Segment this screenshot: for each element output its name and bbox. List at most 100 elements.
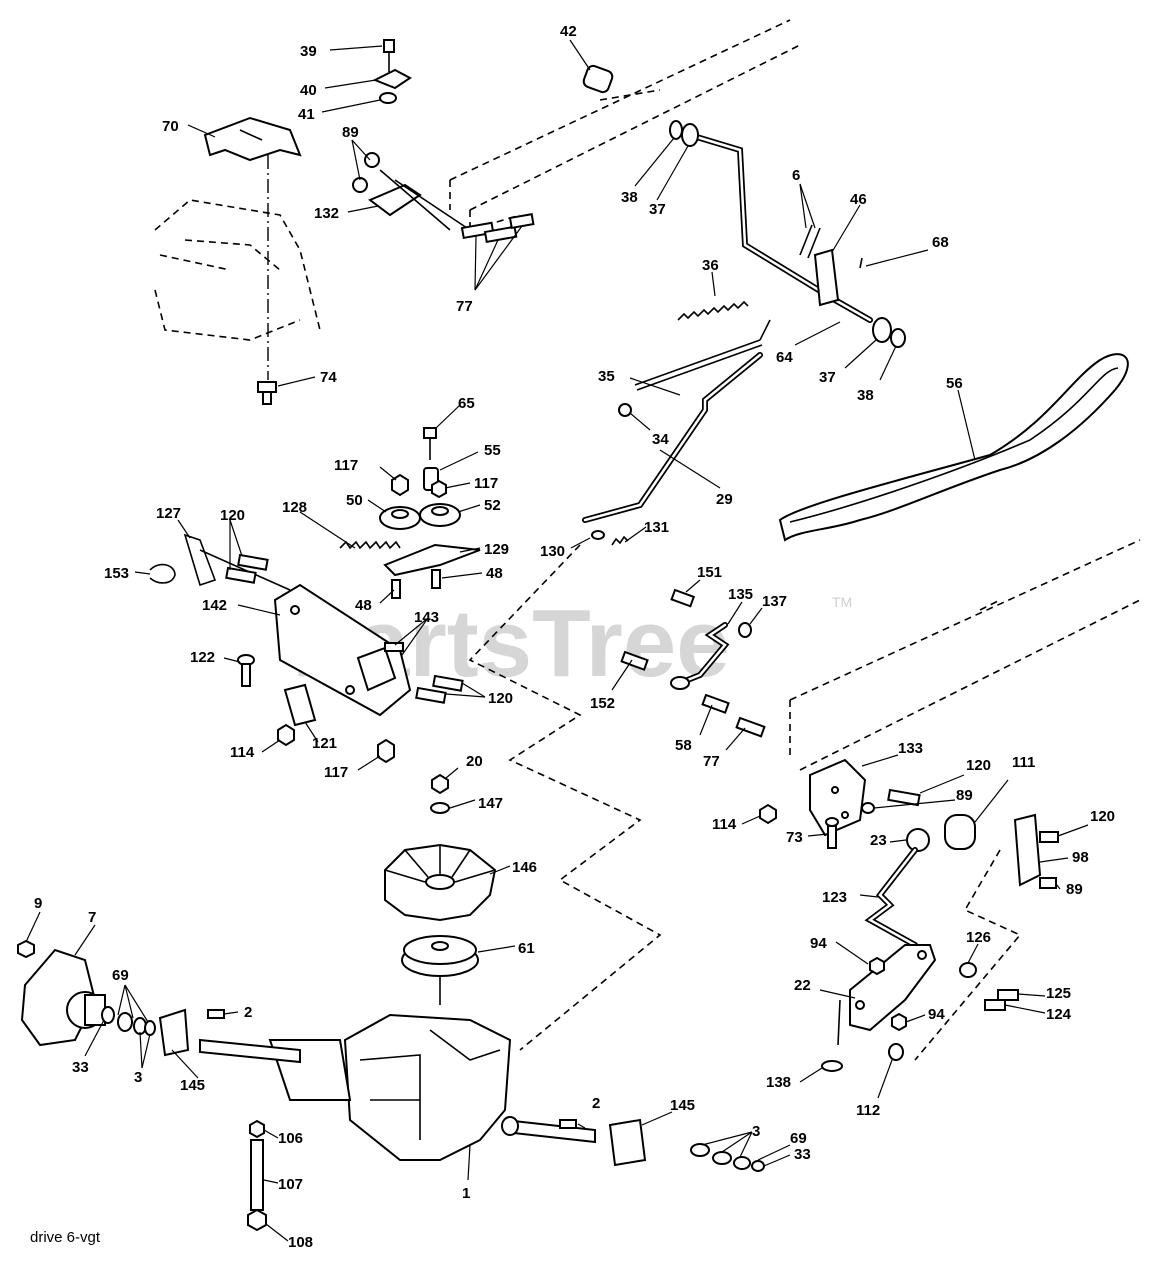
callout-29: 29 <box>716 491 733 508</box>
callout-38: 38 <box>621 189 638 206</box>
callout-2b: 2 <box>592 1095 600 1112</box>
part-145-bracket-right <box>608 1118 647 1167</box>
diagram-caption: drive 6-vgt <box>30 1229 101 1246</box>
callout-111: 111 <box>1012 754 1035 771</box>
callout-34: 34 <box>652 431 669 448</box>
callout-138: 138 <box>766 1074 791 1091</box>
part-133-bracket <box>809 758 921 837</box>
part-70-bracket <box>203 116 302 380</box>
callout-127: 127 <box>156 505 181 522</box>
callout-94a: 94 <box>810 935 827 952</box>
part-145-bracket-left <box>158 1008 190 1057</box>
belt-routing-dashed <box>468 544 662 1051</box>
callout-128: 128 <box>282 499 307 516</box>
part-129-idler-arm <box>383 543 481 599</box>
callout-89c: 89 <box>1066 881 1083 898</box>
callout-20: 20 <box>466 753 483 770</box>
callout-120b: 120 <box>488 690 513 707</box>
callout-108: 108 <box>288 1234 313 1251</box>
part-73-bolt <box>825 817 839 849</box>
callout-68: 68 <box>932 234 949 251</box>
callout-145b: 145 <box>670 1097 695 1114</box>
fender-body <box>154 199 321 341</box>
part-123-lever <box>864 847 918 948</box>
part-2-key-right <box>559 1119 577 1129</box>
leader-lines <box>25 39 1089 1242</box>
frame-rail-right <box>789 539 1141 771</box>
callout-61: 61 <box>518 940 535 957</box>
part-94-bolts <box>869 956 907 1032</box>
callout-122: 122 <box>190 649 215 666</box>
part-9-bolt <box>17 939 35 959</box>
part-147-washer <box>430 802 450 814</box>
part-135-lever <box>670 622 752 690</box>
part-61-pulley <box>401 935 479 1005</box>
part-130-131 <box>591 530 629 546</box>
callout-22: 22 <box>794 977 811 994</box>
callout-117a: 117 <box>334 457 358 474</box>
callout-94b: 94 <box>928 1006 945 1023</box>
part-35-rod <box>618 319 771 417</box>
callout-41: 41 <box>298 106 315 123</box>
callout-69b: 69 <box>790 1130 807 1147</box>
part-74-bolt <box>257 381 277 405</box>
shift-dashed-outline <box>914 849 1022 1061</box>
callout-131: 131 <box>644 519 669 536</box>
callout-38b: 38 <box>857 387 874 404</box>
callout-39: 39 <box>300 43 317 60</box>
part-7-hub <box>20 948 106 1047</box>
part-1-transaxle <box>268 1013 512 1161</box>
callout-123: 123 <box>822 889 847 906</box>
part-138-washer <box>821 1060 843 1072</box>
callout-33a: 33 <box>72 1059 89 1076</box>
callout-74: 74 <box>320 369 337 386</box>
part-120-bolts-upper <box>225 553 269 584</box>
callout-9: 9 <box>34 895 42 912</box>
callout-125: 125 <box>1046 985 1071 1002</box>
callout-106: 106 <box>278 1130 303 1147</box>
part-117-nut-lower <box>377 738 395 764</box>
callout-46: 46 <box>850 191 867 208</box>
callout-77: 77 <box>456 298 473 315</box>
part-114-nut-left <box>277 723 295 747</box>
part-153-clip <box>149 563 176 584</box>
callout-117b: 117 <box>474 475 498 492</box>
callout-1: 1 <box>462 1185 470 1202</box>
callout-23: 23 <box>870 832 887 849</box>
frame-rail-top <box>449 19 801 232</box>
callout-48b: 48 <box>486 565 503 582</box>
callout-89b: 89 <box>956 787 973 804</box>
callout-124: 124 <box>1046 1006 1072 1023</box>
callout-107: 107 <box>278 1176 303 1193</box>
part-132-bracket <box>352 152 471 231</box>
callout-64: 64 <box>776 349 793 366</box>
callout-69a: 69 <box>112 967 129 984</box>
part-52-pulley <box>419 503 461 527</box>
part-152-bolt <box>620 650 649 671</box>
part-128-spring <box>339 540 401 550</box>
callout-35: 35 <box>598 368 615 385</box>
part-120-bolts-lower <box>415 674 464 704</box>
callout-137: 137 <box>762 593 787 610</box>
part-36-spring <box>677 300 749 321</box>
callout-2a: 2 <box>244 1004 252 1021</box>
callout-117c: 117 <box>324 764 348 781</box>
callout-36: 36 <box>702 257 719 274</box>
part-111-sleeve <box>944 814 976 850</box>
callout-70: 70 <box>162 118 179 135</box>
callout-3b: 3 <box>752 1123 760 1140</box>
part-56-belt <box>778 353 1129 542</box>
part-22-plate <box>837 944 937 1046</box>
callout-114b: 114 <box>712 816 737 833</box>
part-29-rod <box>582 352 763 523</box>
part-106-108-shaft <box>247 1119 267 1232</box>
part-23-knob <box>906 828 930 852</box>
callout-40: 40 <box>300 82 317 99</box>
callout-65: 65 <box>458 395 475 412</box>
callout-48a: 48 <box>355 597 372 614</box>
callout-129: 129 <box>484 541 509 558</box>
washers-left <box>101 1006 156 1036</box>
part-122-pin <box>237 654 255 687</box>
washers-right <box>690 1143 765 1172</box>
